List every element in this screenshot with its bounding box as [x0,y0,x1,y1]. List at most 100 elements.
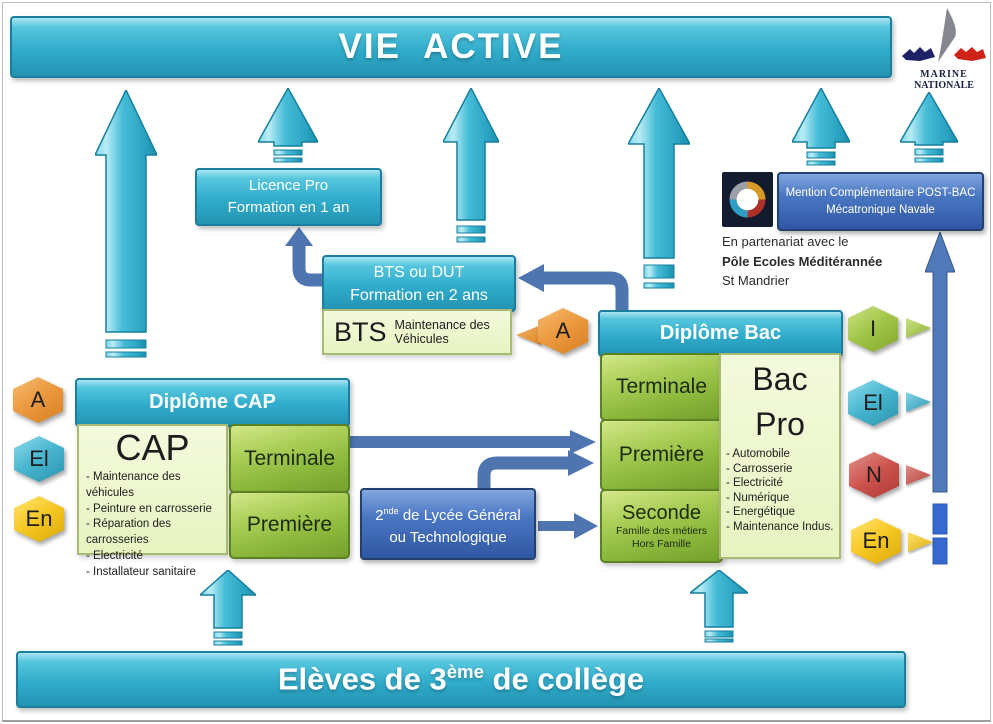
bac-premiere-label: Première [618,443,705,466]
badge-electricite-left: El [14,436,64,482]
badge-energetique-left: En [14,496,64,542]
cyan-triangle-icon [906,392,931,412]
arrow-cap-to-bac-terminale [350,430,596,454]
college-banner: Elèves de 3ème de collège [16,651,906,708]
diplome-bac-title: Diplôme Bac [659,322,782,344]
badge-apprentissage-bts: A [538,308,588,354]
bac-specialty-item: - Automobile [726,448,790,460]
college-text-prefix: Elèves de 3 [277,661,447,697]
arrow-bts-to-licence [285,227,342,287]
badge-energetique-right: En [851,518,901,564]
cap-specialty-item: - Peinture en carrosserie [86,502,212,515]
bac-pro-specialties: - Automobile - Carrosserie - Electricité… [721,447,839,535]
hexagon-en-icon: En [851,518,901,564]
bac-specialty-item: - Electricité [726,477,783,490]
bac-terminale-box: Terminale [600,353,723,421]
ring-cyan-segment [729,199,748,218]
diplome-bac-header: Diplôme Bac [598,310,843,357]
diplome-cap-title: Diplôme CAP [149,391,276,413]
bac-seconde-label: Seconde [622,502,701,524]
college-text-sup: ème [446,661,484,683]
partnership-line2: Pôle Ecoles Méditérannée [722,253,883,269]
bts-dut-line1: BTS ou DUT [373,263,465,281]
partnership-text: En partenariat avec le Pôle Ecoles Médit… [722,232,932,291]
marine-nationale-logo: MARINE NATIONALE [902,8,986,91]
badge-numerique-right: N [849,452,899,498]
bac-seconde-sub2: Hors Famille [632,538,691,550]
pointer-numerique [906,465,931,485]
bts-specialty-label: Maintenance des Véhicules [394,318,490,346]
pointer-industriel [906,318,931,338]
cap-specialties: - Maintenance des véhicules - Peinture e… [79,470,226,581]
diplome-cap-header: Diplôme CAP [75,378,350,427]
arrow-badges-to-mention [925,232,955,565]
bac-terminale-label: Terminale [615,375,708,398]
seconde-gt-line2: ou Technologique [389,528,507,546]
partnership-line1: En partenariat avec le [722,234,849,249]
arrow-up-mention-to-vie-active [792,88,850,166]
licence-pro-line2: Formation en 1 an [227,199,350,216]
cap-premiere-label: Première [246,513,333,536]
bac-pro-word1: Bac [752,361,808,397]
pointer-energetique [908,532,933,552]
bts-dut-header: BTS ou DUT Formation en 2 ans [322,255,516,312]
bac-specialty-item: - Numérique [726,491,790,504]
seconde-gt-sup: nde [383,505,399,516]
bac-pro-panel: Bac Pro - Automobile - Carrosserie - Ele… [719,353,841,559]
seconde-gt-box: 2nde de Lycée Général ou Technologique [360,488,536,560]
pole-ecoles-logo [722,172,773,227]
arrow-up-college-to-cap [200,570,256,646]
mention-line2: Mécatronique Navale [826,203,935,216]
arrow-seconde-gt-to-seconde [538,513,598,539]
college-text-suffix: de collège [483,661,645,697]
licence-pro-box: Licence Pro Formation en 1 an [195,168,382,226]
cap-specialty-item: - Maintenance des véhicules [86,471,181,499]
cap-terminale-box: Terminale [229,424,350,493]
hexagon-el-icon: El [14,436,64,482]
arrow-seconde-gt-to-premiere [477,450,594,494]
seconde-gt-rest: de Lycée Général [398,506,521,524]
sail-icon [938,8,956,62]
bts-diploma-label: BTS [334,316,387,347]
college-banner-label: Elèves de 3ème de collège [278,661,644,697]
arrow-up-bts-to-vie-active [443,88,499,243]
cap-panel: CAP - Maintenance des véhicules - Peintu… [77,424,228,578]
hexagon-a-icon: A [538,308,588,354]
marine-label: MARINE [920,69,968,80]
cap-specialty-item: - Réparation des carrosseries [86,518,172,547]
bac-specialty-item: - Maintenance Indus. [726,520,834,533]
bts-dut-line2: Formation en 2 ans [350,286,488,304]
cap-specialty-item: - Installateur sanitaire [86,565,196,578]
yellow-triangle-icon [908,532,933,552]
mention-complementaire-box: Mention Complémentaire POST-BAC Mécatron… [777,172,984,231]
bac-specialty-item: - Energétique [726,506,796,519]
bac-premiere-box: Première [600,419,723,491]
bts-specialty-box: BTS Maintenance des Véhicules [322,309,512,355]
bac-specialty-item: - Carrosserie [726,462,793,475]
green-triangle-icon [906,318,931,338]
badge-electricite-right: El [848,380,898,426]
hexagon-n-icon: N [849,452,899,498]
arrow-up-cap-to-vie-active [95,90,157,358]
cap-specialty-item: - Electricité [86,549,143,562]
hexagon-en-icon: En [14,496,64,542]
arrow-bac-to-bts [518,264,629,312]
arrow-up-college-to-bac [690,570,748,643]
partnership-line3: St Mandrier [722,273,790,288]
bac-seconde-box: Seconde Famille des métiers Hors Famille [600,489,723,563]
apprentissage-pointer-bts [516,325,541,345]
hexagon-a-icon: A [13,377,63,423]
cap-premiere-box: Première [229,491,350,559]
ring-red-segment [747,199,766,218]
red-wave-icon [954,47,986,61]
vie-active-banner: VIE ACTIVE [10,16,892,78]
ring-yellow-segment [747,181,766,200]
vie-active-label: VIE ACTIVE [338,27,564,66]
cap-terminale-label: Terminale [243,446,336,470]
badge-industriel-right: I [848,306,898,352]
licence-pro-line1: Licence Pro [248,177,329,194]
mention-line1: Mention Complémentaire POST-BAC [785,186,976,199]
seconde-gt-line1: 2nde de Lycée Général [375,500,520,527]
bac-pro-word2: Pro [755,406,805,442]
